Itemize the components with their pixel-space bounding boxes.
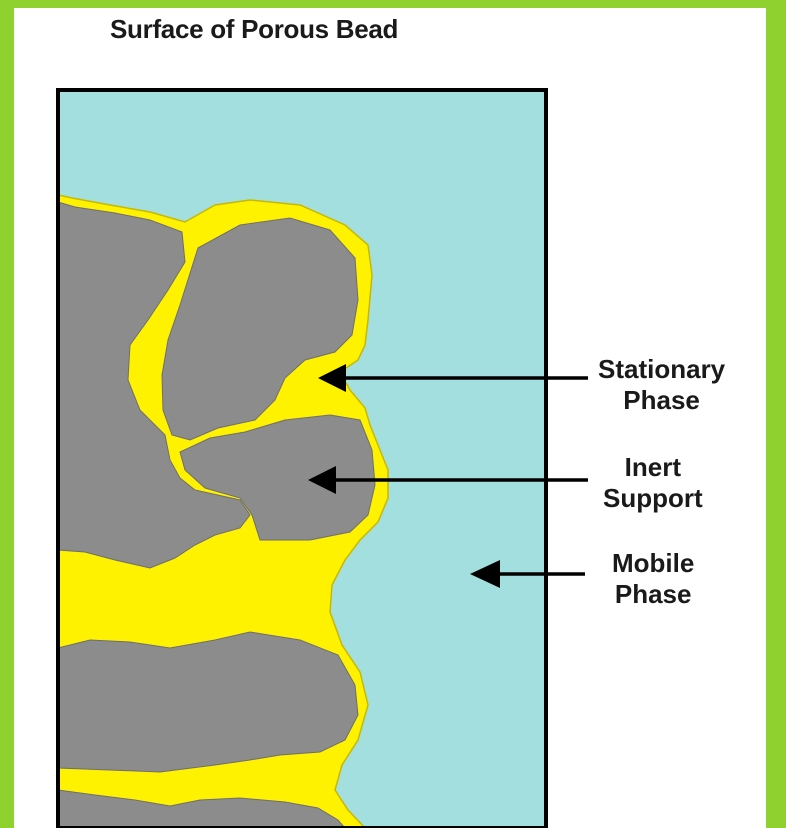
label-inert-support: Inert Support [603,452,703,514]
label-inert-line2: Support [603,483,703,514]
label-stationary-line2: Phase [598,385,725,416]
label-mobile-phase: Mobile Phase [612,548,694,610]
label-mobile-line1: Mobile [612,548,694,579]
inert-support-lower-mass [58,632,358,772]
label-inert-line1: Inert [603,452,703,483]
label-stationary-phase: Stationary Phase [598,354,725,416]
label-mobile-line2: Phase [612,579,694,610]
label-stationary-line1: Stationary [598,354,725,385]
